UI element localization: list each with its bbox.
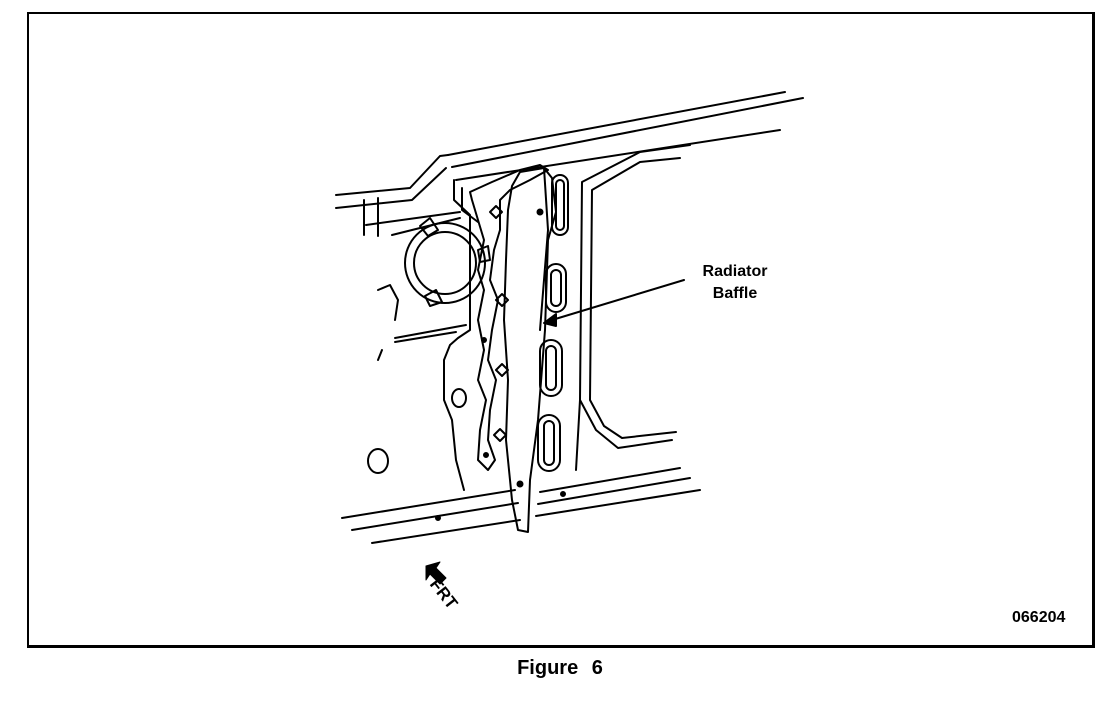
lower-support-rails <box>341 467 701 544</box>
callout-line-1: Radiator <box>702 263 768 280</box>
rivet <box>560 491 566 497</box>
callout-line-2: Baffle <box>712 285 758 302</box>
mounting-flange <box>469 164 549 471</box>
figure-caption: Figure 6 <box>517 657 603 679</box>
front-arrow-icon <box>425 561 447 585</box>
baffle-slots <box>537 174 569 472</box>
figure-frame <box>27 12 1095 648</box>
upper-support-rails <box>335 91 804 237</box>
lamp-opening <box>404 217 491 307</box>
radiator-baffle <box>503 167 557 533</box>
left-panel <box>365 179 479 491</box>
rivet <box>435 515 441 521</box>
radiator-baffle-callout: Radiator Baffle <box>680 261 790 305</box>
radiator-opening-frame <box>575 144 691 471</box>
figure-id: 066204 <box>1012 609 1066 626</box>
callout-leader <box>543 279 685 327</box>
